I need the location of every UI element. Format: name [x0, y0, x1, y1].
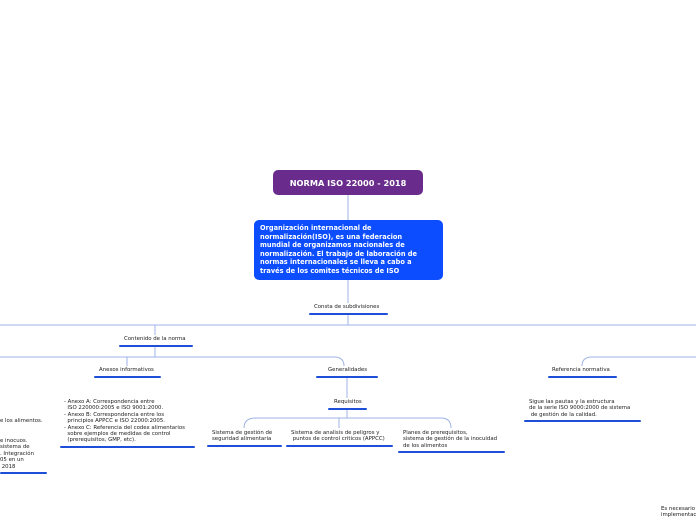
node-planes-underline: [398, 451, 505, 453]
node-sgsa-underline: [207, 445, 282, 447]
node-appcc-underline: [286, 445, 393, 447]
node-appcc[interactable]: Sistema de analisis de peligros y puntos…: [291, 430, 385, 443]
node-left-inocuos[interactable]: e inocuos. sistema de . Integración 05 e…: [0, 438, 34, 470]
node-generalidades-underline: [316, 376, 378, 378]
node-anexos-underline: [94, 376, 161, 378]
node-generalidades-label[interactable]: Generalidades: [328, 367, 368, 373]
node-sgsa[interactable]: Sistema de gestión de seguridad alimenta…: [212, 430, 273, 443]
node-anexos-detail-underline: [60, 446, 195, 448]
node-anexos-label[interactable]: Anexos informativos: [99, 367, 154, 373]
node-right-necesario[interactable]: Es necesario implementac: [661, 506, 696, 519]
description-node[interactable]: Organización internacional de normalizac…: [254, 220, 443, 280]
node-anexos-detail[interactable]: - Anexo A: Correspondencia entre ISO 220…: [64, 399, 185, 444]
node-consta-underline: [309, 313, 388, 315]
node-contenido-underline: [119, 345, 193, 347]
node-referencia-underline: [548, 376, 617, 378]
node-requisitos-label[interactable]: Requisitos: [334, 399, 362, 405]
node-referencia-detail-underline: [524, 420, 641, 422]
root-node[interactable]: NORMA ISO 22000 - 2018: [273, 170, 423, 195]
node-requisitos-underline: [328, 408, 367, 410]
node-planes[interactable]: Planes de prerequisitos, sistema de gest…: [403, 430, 498, 449]
node-referencia-label[interactable]: Referencia normativa: [552, 367, 610, 373]
node-contenido-label[interactable]: Contenido de la norma: [124, 336, 186, 342]
node-referencia-detail[interactable]: Sigue las pautas y la estructura de la s…: [529, 399, 631, 418]
root-label: NORMA ISO 22000 - 2018: [289, 177, 407, 188]
node-left-inocuos-underline: [0, 472, 47, 474]
node-left-alimentos[interactable]: e los alimentos.: [0, 418, 43, 424]
node-consta-label[interactable]: Consta de subdivisiones: [314, 304, 380, 310]
